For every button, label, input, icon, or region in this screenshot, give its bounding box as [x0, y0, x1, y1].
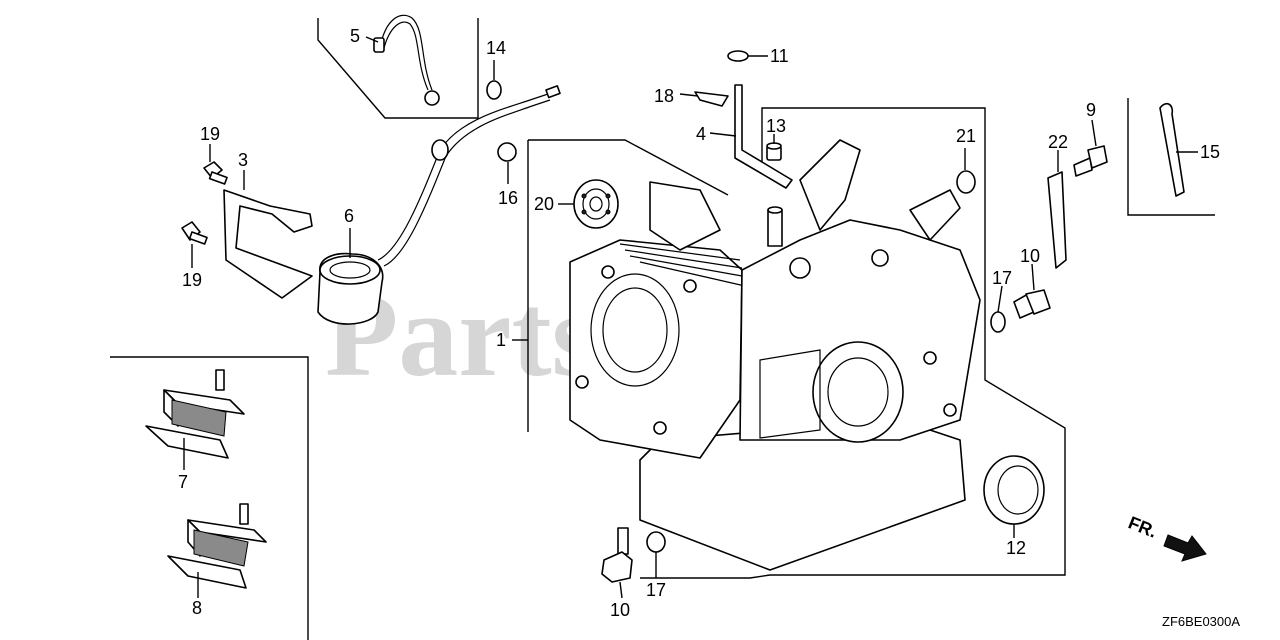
callout-11: 11 — [770, 46, 789, 66]
part-10-bolt-upper[interactable] — [1013, 289, 1051, 319]
callout-labels: 5 14 11 18 4 13 16 20 21 22 9 15 10 17 1… — [178, 26, 1220, 620]
part-1-cylinder-block[interactable] — [569, 139, 981, 571]
group-box-block — [527, 107, 1066, 579]
part-22-strap[interactable] — [1047, 171, 1067, 269]
group-box-mounts — [110, 356, 309, 640]
part-14-o-ring[interactable] — [486, 80, 502, 100]
part-12-oil-seal[interactable] — [983, 455, 1045, 525]
part-21-cap[interactable] — [956, 170, 976, 194]
part-10-bolt-lower[interactable] — [601, 527, 633, 583]
callout-12: 12 — [1006, 538, 1026, 558]
callout-3: 3 — [238, 150, 248, 170]
part-13-cap[interactable] — [766, 142, 782, 161]
group-box-wire — [317, 18, 479, 119]
callout-19-upper: 19 — [200, 124, 220, 144]
callout-18: 18 — [654, 86, 674, 106]
part-18-clip[interactable] — [694, 91, 729, 107]
leader-lines — [183, 36, 1198, 599]
callout-19-lower: 19 — [182, 270, 202, 290]
front-direction-arrow: FR. — [1125, 512, 1207, 562]
callout-17-upper: 17 — [992, 268, 1012, 288]
part-6-oil-sensor[interactable] — [317, 85, 561, 325]
callout-10-upper: 10 — [1020, 246, 1040, 266]
callout-9: 9 — [1086, 100, 1096, 120]
part-3-bracket[interactable] — [223, 189, 313, 299]
callout-6: 6 — [344, 206, 354, 226]
part-4-rod[interactable] — [734, 84, 793, 189]
callout-1: 1 — [496, 330, 506, 350]
callout-4: 4 — [696, 124, 706, 144]
group-box-15 — [1127, 98, 1215, 216]
part-11-washer[interactable] — [727, 50, 749, 62]
diagram-code: ZF6BE0300A — [1162, 614, 1240, 629]
part-7-mount[interactable] — [145, 369, 245, 459]
part-20-bearing[interactable] — [573, 179, 619, 229]
part-17-washer-lower[interactable] — [646, 531, 666, 553]
callout-7: 7 — [178, 472, 188, 492]
part-5-ground-wire[interactable] — [373, 14, 440, 106]
callout-13: 13 — [766, 116, 786, 136]
part-17-washer-upper[interactable] — [990, 311, 1006, 333]
callout-5: 5 — [350, 26, 360, 46]
part-9-bolt[interactable] — [1073, 145, 1108, 177]
part-16-seal[interactable] — [497, 142, 517, 162]
callout-8: 8 — [192, 598, 202, 618]
callout-17-lower: 17 — [646, 580, 666, 600]
callout-21: 21 — [956, 126, 976, 146]
callout-10-lower: 10 — [610, 600, 630, 620]
part-15-strap[interactable] — [1159, 102, 1185, 197]
part-8-mount[interactable] — [167, 503, 267, 589]
callout-14: 14 — [486, 38, 506, 58]
fr-label: FR. — [1125, 512, 1159, 541]
callout-20: 20 — [534, 194, 554, 214]
callout-22: 22 — [1048, 132, 1068, 152]
part-19-bolt-lower[interactable] — [181, 221, 208, 245]
callout-15: 15 — [1200, 142, 1220, 162]
callout-16: 16 — [498, 188, 518, 208]
part-19-bolt-upper[interactable] — [203, 161, 228, 185]
